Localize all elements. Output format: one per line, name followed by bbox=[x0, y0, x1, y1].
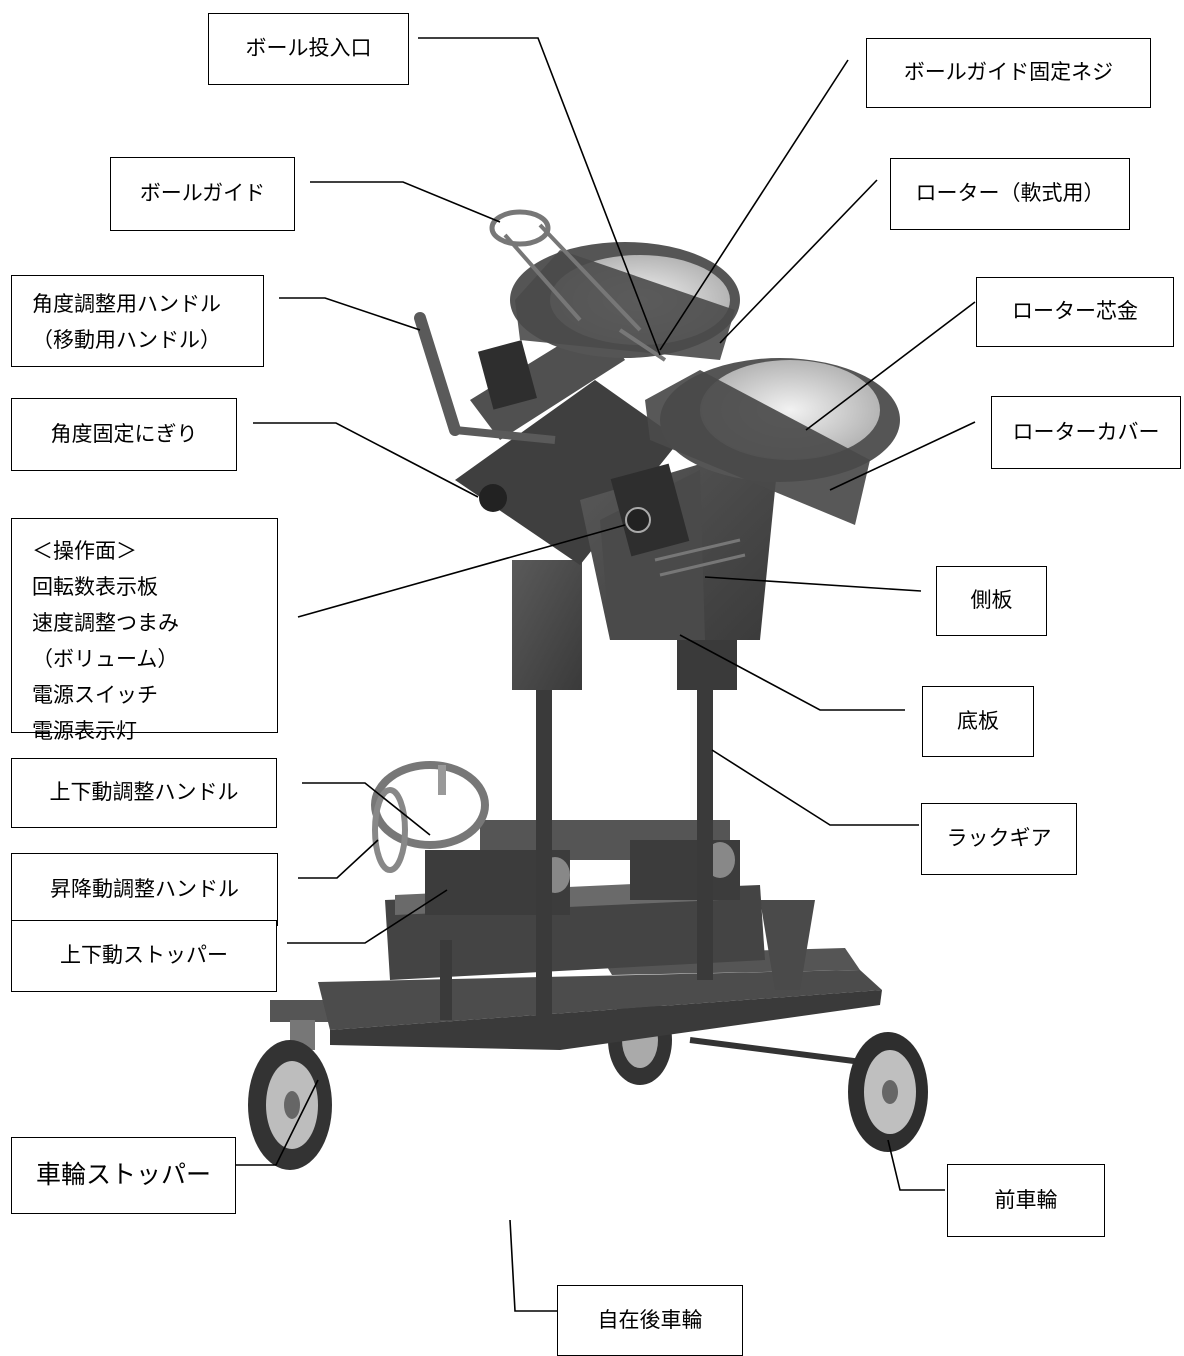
label-updown-stopper: 上下動ストッパー bbox=[11, 920, 277, 992]
label-angle-handle: 角度調整用ハンドル （移動用ハンドル） bbox=[11, 275, 264, 367]
label-angle-handle-line-2: （移動用ハンドル） bbox=[32, 328, 221, 352]
label-ball-inlet-text: ボール投入口 bbox=[245, 36, 372, 61]
label-rotor-core-text: ローター芯金 bbox=[1012, 299, 1138, 324]
caster-wheel-left bbox=[248, 1000, 332, 1170]
label-bottom-plate: 底板 bbox=[922, 686, 1034, 757]
base-frame bbox=[318, 900, 886, 1068]
label-side-plate-text: 側板 bbox=[970, 588, 1013, 613]
label-updown-stopper-text: 上下動ストッパー bbox=[60, 943, 228, 968]
angle-handle-shape bbox=[414, 312, 556, 512]
label-control-panel-line-3: 速度調整つまみ bbox=[32, 611, 179, 635]
label-updown-handle: 上下動調整ハンドル bbox=[11, 758, 277, 828]
label-ball-guide-text: ボールガイド bbox=[139, 181, 266, 206]
label-control-panel-line-1: ＜操作面＞ bbox=[32, 539, 137, 563]
label-caster-rear-wheel-text: 自在後車輪 bbox=[597, 1307, 703, 1332]
rack-gear-columns bbox=[440, 560, 737, 1040]
label-rotor-core: ローター芯金 bbox=[976, 277, 1174, 347]
hand-wheel bbox=[371, 761, 489, 873]
label-rotor-cover: ローターカバー bbox=[991, 396, 1181, 469]
label-rack-gear-text: ラックギア bbox=[946, 826, 1052, 851]
label-rack-gear: ラックギア bbox=[921, 803, 1077, 875]
label-angle-handle-line-1: 角度調整用ハンドル bbox=[32, 292, 221, 316]
label-rotor-cover-text: ローターカバー bbox=[1012, 419, 1160, 444]
label-ball-guide: ボールガイド bbox=[110, 157, 295, 231]
label-front-wheel-text: 前車輪 bbox=[994, 1187, 1058, 1212]
label-wheel-stopper-text: 車輪ストッパー bbox=[35, 1160, 211, 1190]
label-caster-rear-wheel: 自在後車輪 bbox=[557, 1285, 743, 1356]
label-lift-handle: 昇降動調整ハンドル bbox=[11, 853, 278, 926]
label-angle-grip: 角度固定にぎり bbox=[11, 398, 237, 471]
label-control-panel-line-5: 電源スイッチ bbox=[32, 683, 158, 707]
label-wheel-stopper: 車輪ストッパー bbox=[11, 1137, 236, 1214]
machine-illustration bbox=[248, 209, 928, 1170]
label-rotor-softball: ローター（軟式用） bbox=[890, 158, 1130, 230]
label-control-panel-line-6: 電源表示灯 bbox=[32, 719, 137, 743]
label-ball-guide-screw-text: ボールガイド固定ネジ bbox=[903, 60, 1114, 85]
label-control-panel-line-2: 回転数表示板 bbox=[32, 575, 158, 599]
label-ball-inlet: ボール投入口 bbox=[208, 13, 409, 85]
ball-guide-shape bbox=[489, 209, 667, 362]
label-angle-grip-text: 角度固定にぎり bbox=[50, 421, 198, 446]
leader-lines bbox=[236, 37, 976, 1312]
front-wheel-shape bbox=[848, 1032, 928, 1152]
lift-carriage bbox=[385, 820, 765, 980]
label-rotor-softball-text: ローター（軟式用） bbox=[915, 181, 1105, 206]
label-control-panel-line-4: （ボリューム） bbox=[32, 647, 179, 671]
label-ball-guide-screw: ボールガイド固定ネジ bbox=[866, 38, 1151, 108]
label-side-plate: 側板 bbox=[936, 566, 1047, 636]
label-updown-handle-text: 上下動調整ハンドル bbox=[49, 780, 239, 805]
label-front-wheel: 前車輪 bbox=[947, 1164, 1105, 1237]
label-bottom-plate-text: 底板 bbox=[957, 708, 999, 733]
label-lift-handle-text: 昇降動調整ハンドル bbox=[50, 876, 239, 901]
rotor-assembly bbox=[510, 242, 900, 525]
label-control-panel: ＜操作面＞ 回転数表示板 速度調整つまみ （ボリューム） 電源スイッチ 電源表示… bbox=[11, 518, 278, 743]
